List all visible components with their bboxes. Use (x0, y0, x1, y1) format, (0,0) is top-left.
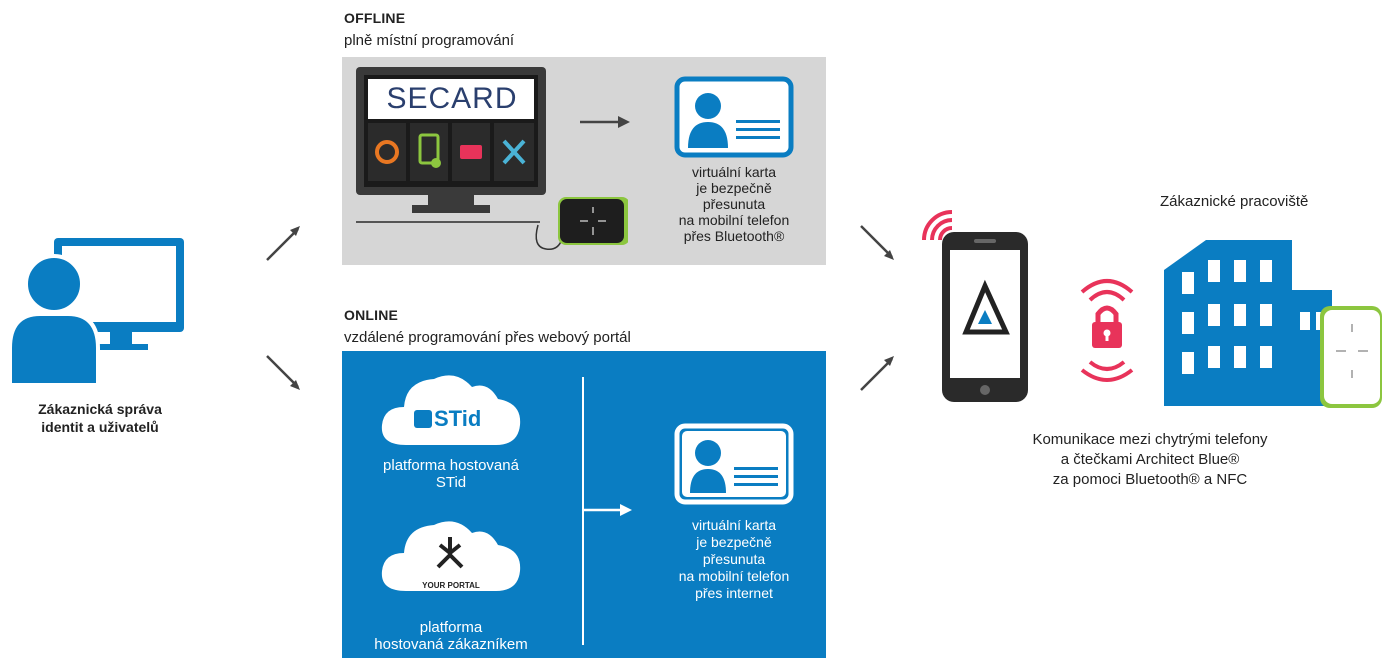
offline-card-line2: je bezpečně (696, 180, 772, 196)
offline-card-line3: přesunuta (702, 196, 766, 212)
offline-arrow (578, 114, 632, 130)
online-arrow (584, 502, 634, 518)
portal-logo: YOUR PORTAL (422, 581, 480, 590)
offline-card-text: virtuální karta je bezpečně přesunuta na… (652, 164, 816, 244)
offline-card-line4: na mobilní telefon (678, 212, 790, 228)
workplace-label: Zákaznické pracoviště (1160, 193, 1309, 210)
stid-logo: STid (414, 406, 481, 432)
admin-user-illustration (10, 230, 190, 390)
customer-platform-line2: hostovaná zákazníkem (374, 636, 528, 653)
stid-platform-line2: STid (435, 474, 467, 491)
online-subtitle: vzdálené programování přes webový portál (344, 329, 631, 346)
online-card-text: virtuální karta je bezpečně přesunuta na… (652, 517, 816, 602)
online-card-line3: přesunuta (702, 551, 766, 567)
offline-subtitle: plně místní programování (344, 32, 515, 49)
admin-label: Zákaznická správa identit a uživatelů (10, 400, 190, 436)
online-card-line4: na mobilní telefon (678, 568, 790, 584)
online-card-line1: virtuální karta (691, 517, 777, 533)
usb-reader (518, 195, 628, 259)
arrow-to-online (262, 352, 304, 394)
online-virtual-card (674, 423, 794, 505)
communication-line1: Komunikace mezi chytrými telefony (1032, 431, 1268, 448)
communication-line2: a čtečkami Architect Blue® (1060, 451, 1240, 468)
desk-line (356, 221, 540, 223)
secure-lock-icon (1072, 270, 1142, 390)
admin-label-line2: identit a uživatelů (41, 419, 159, 435)
stid-logo-mark (414, 410, 432, 428)
smartphone-illustration (918, 206, 1038, 406)
building-illustration (1160, 220, 1384, 410)
offline-card-line1: virtuální karta (691, 164, 777, 180)
stid-platform-line1: platforma hostovaná (383, 457, 519, 474)
offline-virtual-card (674, 76, 794, 158)
arrow-online-to-phone (856, 352, 898, 394)
customer-platform-line1: platforma (419, 619, 483, 636)
customer-platform-label: platforma hostovaná zákazníkem (356, 619, 546, 653)
online-card-line2: je bezpečně (696, 534, 772, 550)
online-title: ONLINE (344, 307, 399, 323)
stid-platform-label: platforma hostovaná STid (356, 457, 546, 491)
online-panel: STid platforma hostovaná STid YOUR PORTA… (342, 351, 826, 658)
portal-cloud (376, 509, 526, 599)
offline-title: OFFLINE (344, 10, 406, 26)
online-divider (582, 377, 584, 645)
online-card-line5: přes internet (695, 585, 773, 601)
admin-label-line1: Zákaznická správa (38, 401, 162, 417)
secard-monitor (356, 67, 546, 217)
secard-logo: SECARD (386, 82, 518, 115)
arrow-to-offline (262, 222, 304, 264)
offline-panel: SECARD virtuální karta je bezpečně přesu… (342, 57, 826, 265)
arrow-offline-to-phone (856, 222, 898, 264)
communication-line3: za pomoci Bluetooth® a NFC (1052, 471, 1248, 488)
stid-logo-text: STid (434, 406, 482, 431)
offline-card-line5: přes Bluetooth® (683, 228, 785, 244)
communication-text: Komunikace mezi chytrými telefony a čteč… (960, 430, 1340, 490)
